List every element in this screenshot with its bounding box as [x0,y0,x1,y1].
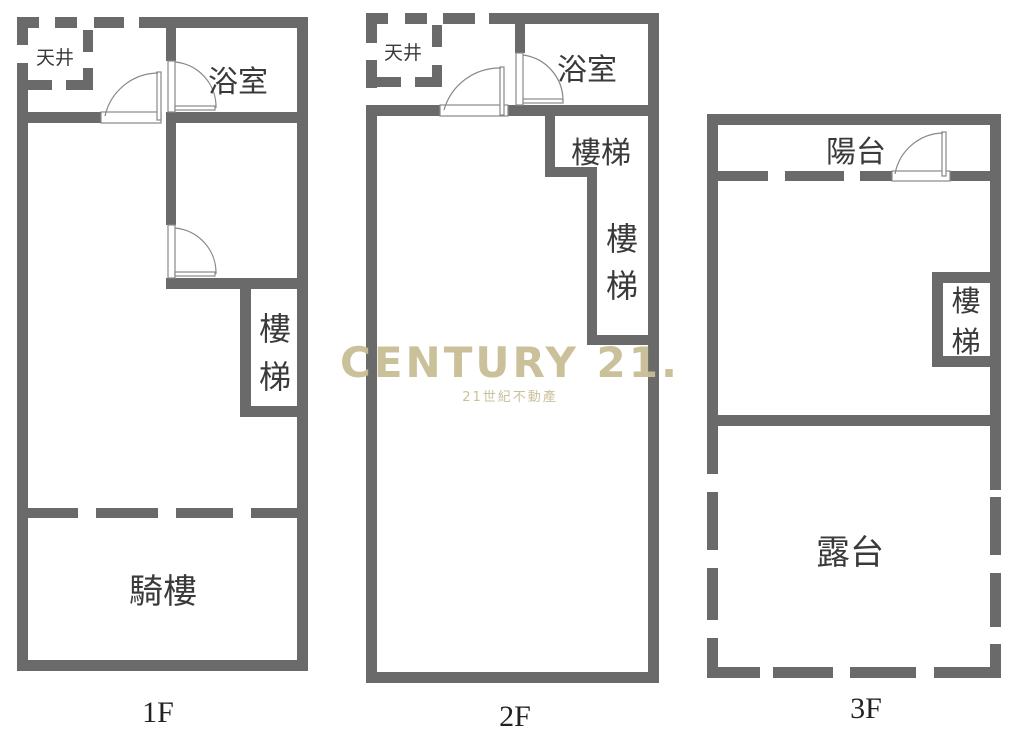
wall [587,167,597,345]
room-label-stairs-lower: 樓 [606,220,638,258]
wall [366,672,659,683]
wall [139,17,308,28]
floor-label-1f: 1F [142,696,174,729]
wall [240,278,251,416]
arcade-boundary [28,508,297,518]
wall [707,415,1001,426]
room-label-stairs-upper: 樓梯 [571,136,631,171]
room-label-bathroom: 浴室 [557,53,617,88]
room-label-stairs: 樓 [259,310,291,348]
room-label-terrace: 露台 [816,533,884,573]
wall [166,17,176,61]
floor-1f: 天井 浴室 樓 梯 騎樓 1F [17,17,308,729]
wall [297,17,308,670]
wall [707,114,718,423]
wall [707,114,1000,125]
wall [166,278,308,289]
room-label-bathroom: 浴室 [208,65,268,100]
room-label-skylight: 天井 [384,42,422,64]
room-label-arcade: 騎樓 [129,572,197,612]
door-icon [515,52,564,106]
wall [515,13,525,53]
wall [17,112,101,123]
wall [990,114,1001,490]
floor-label-2f: 2F [499,700,531,733]
wall [489,13,659,24]
door-icon [100,71,162,124]
door-icon [167,60,217,113]
terrace-boundary [707,420,1001,678]
skylight-outline [366,13,475,88]
room-label-stairs: 梯 [259,358,291,396]
room-label-stairs: 樓 [951,284,980,318]
floor-3f: 陽台 樓 梯 露台 3F [707,114,1001,725]
watermark-brand: CENTURY 21. [340,338,680,387]
wall [545,105,555,177]
wall [648,13,659,682]
wall [932,272,943,366]
balcony-boundary [718,171,1000,181]
door-icon [439,66,509,117]
wall [240,406,308,417]
wall [545,167,597,177]
wall [17,400,28,670]
skylight-outline [17,17,124,123]
wall [17,112,28,404]
floor-2f: 天井 浴室 樓梯 樓 梯 2F [366,13,659,733]
watermark-subtitle: 21世紀不動產 [462,389,558,405]
wall [508,105,659,116]
wall [932,272,1000,283]
wall [932,356,1000,367]
floor-label-3f: 3F [850,692,882,725]
room-label-stairs: 梯 [951,325,980,359]
wall [366,105,440,116]
room-label-stairs-lower: 梯 [606,267,638,305]
door-icon [167,224,217,279]
room-label-skylight: 天井 [36,47,74,69]
wall [166,112,308,123]
wall [587,335,659,345]
room-label-balcony: 陽台 [826,135,886,170]
century21-watermark: CENTURY 21. 21世紀不動產 [340,338,680,405]
door-icon [891,131,951,182]
wall [166,112,176,225]
wall [17,660,308,671]
wall [366,105,377,682]
